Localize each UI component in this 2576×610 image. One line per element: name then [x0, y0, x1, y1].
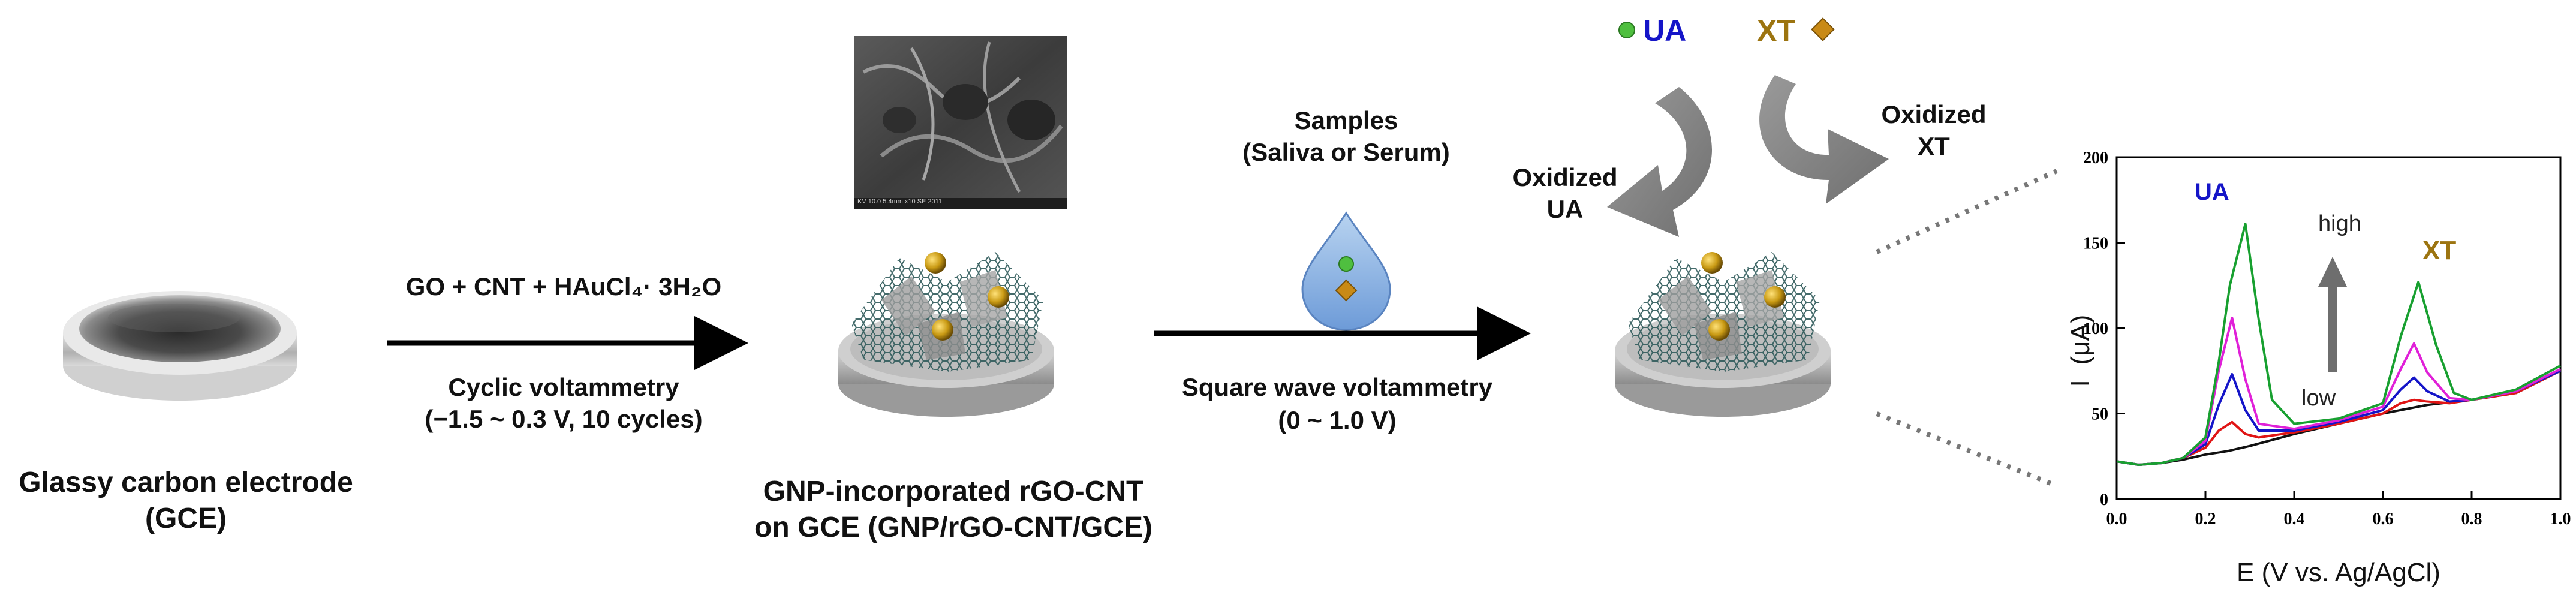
x-tick-label: 0.4 — [2284, 510, 2305, 528]
series-layer — [2116, 223, 2561, 466]
sample-droplet — [1301, 211, 1391, 331]
oxidized-xt-line2: XT — [1918, 131, 1950, 160]
y-tick-label: 50 — [2092, 405, 2108, 424]
increase-arrowhead — [2318, 257, 2347, 287]
swv-chart: 0 50 100 150 200 0.0 0.2 0.4 0.6 0.8 1.0 — [2083, 149, 2571, 528]
step1-reagents: GO + CNT + HAuCl₄· 3H₂O — [405, 272, 722, 301]
xt-oxidation-arrow — [1759, 75, 1889, 204]
samples-label-line2: (Saliva or Serum) — [1242, 137, 1450, 166]
gce-label-line1: Glassy carbon electrode — [19, 467, 353, 498]
step2-method: Square wave voltammetry — [1181, 373, 1493, 401]
oxidized-xt-line1: Oxidized — [1881, 100, 1987, 128]
sem-micrograph — [854, 36, 1067, 209]
samples-label-line1: Samples — [1294, 106, 1398, 134]
x-tick-label: 0.2 — [2195, 510, 2216, 528]
chart-ua-annotation: UA — [2195, 179, 2229, 205]
zoom-line-top — [1876, 169, 2058, 254]
ua-oxidation-arrow — [1607, 87, 1712, 237]
zoom-line-bottom — [1876, 411, 2058, 488]
step1-method: Cyclic voltammetry — [448, 373, 679, 401]
sem-caption: KV 10.0 5.4mm x10 SE 2011 — [857, 198, 943, 205]
chart-high-annotation: high — [2318, 211, 2361, 236]
y-tick-label: 200 — [2083, 149, 2108, 167]
xt-diamond-icon — [1811, 17, 1835, 41]
oxidized-ua-line1: Oxidized — [1512, 163, 1618, 191]
modified-label-line1: GNP-incorporated rGO-CNT — [763, 476, 1144, 507]
ua-dot-icon — [1618, 22, 1635, 38]
series-line-4 — [2116, 223, 2561, 466]
gold-nanoparticles-right — [1701, 252, 1786, 341]
oxidized-ua-line2: UA — [1546, 194, 1584, 223]
step1-conditions: (−1.5 ~ 0.3 V, 10 cycles) — [425, 404, 703, 433]
xt-label: XT — [1757, 14, 1795, 47]
ua-molecule-icon — [1338, 256, 1354, 272]
y-tick-label: 100 — [2083, 320, 2108, 338]
step2-conditions: (0 ~ 1.0 V) — [1278, 406, 1397, 434]
modified-electrode-image — [838, 252, 1054, 417]
series-line-3 — [2116, 316, 2561, 466]
chart-low-annotation: low — [2301, 386, 2336, 411]
chart-y-label: I (μA) — [2066, 314, 2095, 387]
chart-xt-annotation: XT — [2422, 236, 2457, 265]
chart-x-label: E (V vs. Ag/AgCl) — [2237, 558, 2440, 587]
x-tick-label: 0.6 — [2373, 510, 2394, 528]
y-tick-label: 0 — [2100, 491, 2108, 509]
gce-label-line2: (GCE) — [145, 503, 227, 534]
x-axis-ticks: 0.0 0.2 0.4 0.6 0.8 1.0 — [2106, 491, 2571, 528]
x-tick-label: 0.0 — [2106, 510, 2127, 528]
ua-label: UA — [1643, 14, 1687, 47]
y-axis-ticks: 0 50 100 150 200 — [2083, 149, 2125, 509]
sensing-electrode-image — [1615, 252, 1831, 417]
modified-label-line2: on GCE (GNP/rGO-CNT/GCE) — [754, 512, 1152, 543]
gce-electrode-image — [63, 291, 297, 401]
gold-nanoparticles-center — [925, 252, 1009, 341]
x-tick-label: 1.0 — [2550, 510, 2571, 528]
xt-molecule-icon — [1335, 279, 1358, 302]
plot-frame — [2115, 156, 2562, 500]
y-tick-label: 150 — [2083, 235, 2108, 253]
x-tick-label: 0.8 — [2461, 510, 2482, 528]
